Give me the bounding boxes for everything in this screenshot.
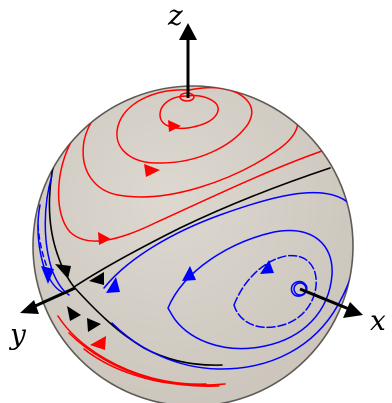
blue-arrow-1 xyxy=(41,266,54,284)
red-arrow-4 xyxy=(90,336,106,350)
z-axis-arrowhead xyxy=(179,23,197,40)
x-axis-arrow xyxy=(299,287,350,311)
blue-arrow-4 xyxy=(260,260,274,274)
black-arrow-2 xyxy=(89,272,104,285)
blue-orbit-small xyxy=(233,254,317,328)
fixed-point-x xyxy=(293,282,307,296)
x-axis-label: x xyxy=(370,304,386,337)
red-arrow-1 xyxy=(168,120,181,132)
red-arrows xyxy=(90,120,181,350)
black-arrow-4 xyxy=(87,318,101,332)
separatrix-main xyxy=(73,167,331,288)
y-axis-arrowhead xyxy=(20,300,39,314)
y-axis-arrow xyxy=(32,286,76,309)
red-lower-orbit-1 xyxy=(57,315,207,385)
red-arrow-2 xyxy=(144,164,160,177)
blue-orbit-medium xyxy=(167,229,333,350)
red-lower-orbit-3 xyxy=(83,348,226,386)
y-axis-label: y xyxy=(8,318,27,351)
black-arrow-1 xyxy=(55,264,71,279)
red-orbit-inner xyxy=(159,94,219,129)
red-lower-orbit-2 xyxy=(68,332,220,387)
blue-arrow-3 xyxy=(182,266,196,281)
x-axis-arrowhead xyxy=(343,302,363,318)
sphere-body xyxy=(32,85,354,403)
blue-orbit-large xyxy=(103,191,353,370)
black-arrows xyxy=(55,264,104,332)
coordinate-axes xyxy=(20,23,363,318)
blue-arrow-2 xyxy=(106,277,120,293)
red-arrow-3 xyxy=(98,232,111,245)
blue-arrows xyxy=(41,260,274,293)
z-axis-label: z xyxy=(167,0,183,32)
black-arrow-3 xyxy=(67,306,81,321)
